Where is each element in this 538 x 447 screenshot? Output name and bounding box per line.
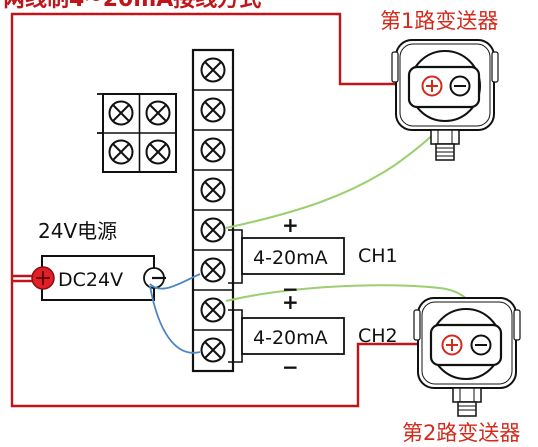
ch2-name: CH2 (358, 325, 398, 347)
aux-screw-2 (145, 100, 171, 126)
transmitter-2-label: 第2路变送器 (402, 421, 520, 445)
terminal-screw-2 (200, 97, 226, 123)
blue-wire-2 (149, 285, 201, 354)
ch2-range: 4-20mA (253, 327, 328, 349)
aux-screw-4 (145, 139, 171, 165)
aux-screw-3 (108, 139, 134, 165)
header-text: 两线制4~20mA接线方式 (3, 0, 261, 12)
terminal-screw-3 (200, 137, 226, 163)
ch2-minus: − (282, 355, 299, 379)
terminal-screw-8 (200, 337, 226, 363)
power-supply: 24V电源 DC24V (31, 219, 166, 301)
channel-1: 4-20mA CH1 + − (228, 213, 398, 301)
transmitter-1-label: 第1路变送器 (380, 9, 498, 33)
power-box-label: DC24V (58, 269, 123, 291)
aux-terminal-block (97, 93, 177, 173)
aux-screw-1 (108, 100, 134, 126)
power-title: 24V电源 (38, 219, 117, 243)
red-wires (10, 12, 448, 408)
ch1-name: CH1 (358, 245, 398, 267)
terminal-block (191, 48, 235, 373)
transmitter-1: 第1路变送器 (380, 9, 499, 161)
blue-wire-1 (149, 273, 201, 290)
transmitter-2: 第2路变送器 (402, 297, 521, 445)
ch1-plus: + (282, 213, 299, 237)
terminal-screw-5 (200, 217, 226, 243)
terminal-screw-4 (200, 177, 226, 203)
ch1-range: 4-20mA (253, 247, 328, 269)
red-wire-loop-1 (10, 12, 432, 277)
terminal-screw-7 (200, 297, 226, 323)
blue-wires (149, 273, 201, 354)
terminal-screw-6 (200, 257, 226, 283)
ch2-plus: + (282, 290, 299, 314)
channel-2: 4-20mA CH2 + − (228, 290, 398, 379)
ch1-minus: − (282, 277, 299, 301)
red-wire-loop-2 (10, 277, 448, 408)
terminal-screw-1 (200, 57, 226, 83)
